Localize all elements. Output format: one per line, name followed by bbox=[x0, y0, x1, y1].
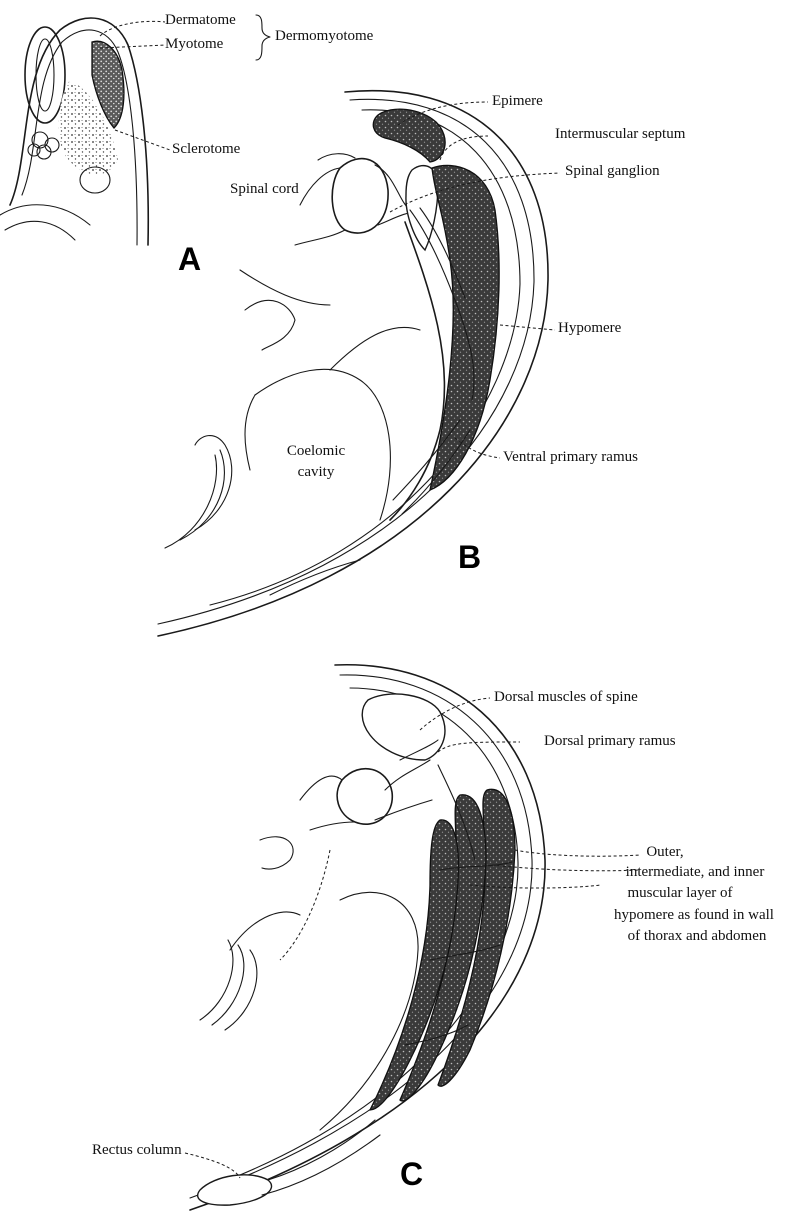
notochord bbox=[28, 132, 59, 159]
epimere-shape bbox=[373, 109, 445, 162]
panel-a-drawing bbox=[0, 15, 270, 245]
neural-tube bbox=[25, 27, 65, 123]
dermomyotome-brace bbox=[256, 15, 270, 60]
label-myotome: Myotome bbox=[165, 37, 223, 52]
label-sclerotome: Sclerotome bbox=[172, 142, 240, 157]
label-dermomyotome: Dermomyotome bbox=[275, 29, 373, 44]
label-spinal-cord: Spinal cord bbox=[230, 182, 299, 197]
panel-c-spinal-cord bbox=[337, 769, 392, 825]
coelomic-cavity-outline bbox=[245, 300, 295, 350]
label-intermuscular-septum: Intermuscular septum bbox=[555, 127, 685, 142]
panel-b-drawing bbox=[158, 91, 560, 636]
label-dorsal-muscles-of-spine: Dorsal muscles of spine bbox=[494, 690, 638, 705]
label-rectus-column: Rectus column bbox=[92, 1143, 182, 1158]
label-muscle-layers-line-3: muscular layer of bbox=[628, 886, 733, 901]
panel-letter-a: A bbox=[178, 243, 201, 275]
rectus-column-shape bbox=[198, 1175, 272, 1205]
label-ventral-primary-ramus: Ventral primary ramus bbox=[503, 450, 638, 465]
label-cavity: cavity bbox=[298, 465, 335, 480]
label-muscle-layers-line-5: of thorax and abdomen bbox=[628, 929, 767, 944]
panel-letter-b: B bbox=[458, 541, 481, 573]
label-dermatome: Dermatome bbox=[165, 13, 236, 28]
dorsal-muscles-of-spine-shape bbox=[362, 694, 445, 760]
label-spinal-ganglion: Spinal ganglion bbox=[565, 164, 660, 179]
label-epimere: Epimere bbox=[492, 94, 543, 109]
label-dorsal-primary-ramus: Dorsal primary ramus bbox=[544, 734, 676, 749]
label-muscle-layers-line-1: Outer, bbox=[646, 845, 683, 860]
panel-letter-c: C bbox=[400, 1158, 423, 1190]
label-coelomic: Coelomic bbox=[287, 444, 345, 459]
label-hypomere: Hypomere bbox=[558, 321, 621, 336]
label-muscle-layers-line-4: hypomere as found in wall bbox=[614, 908, 774, 923]
label-muscle-layers-line-2: intermediate, and inner bbox=[626, 865, 765, 880]
spinal-cord-shape bbox=[332, 159, 388, 233]
